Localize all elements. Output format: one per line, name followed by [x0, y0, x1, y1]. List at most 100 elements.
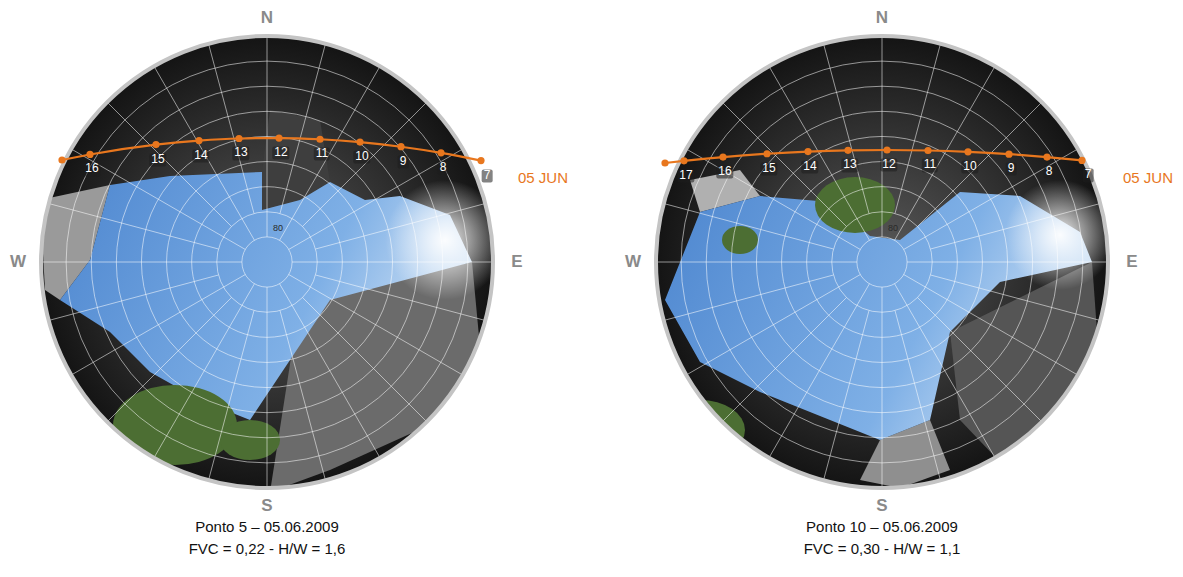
azimuth-line	[722, 102, 846, 226]
azimuth-line	[289, 149, 463, 249]
hour-dot	[924, 147, 931, 154]
hour-label: 16	[716, 165, 733, 178]
hour-label: 10	[353, 151, 370, 164]
azimuth-line	[267, 36, 268, 237]
compass-label: E	[1126, 253, 1137, 272]
altitude-ring	[857, 237, 907, 287]
hour-label: 15	[149, 153, 166, 166]
azimuth-line	[918, 102, 1042, 226]
azimuth-line	[722, 298, 846, 422]
hour-dot	[275, 134, 282, 141]
fisheye-photo	[40, 36, 505, 492]
azimuth-line	[280, 66, 380, 240]
hour-dot	[86, 151, 93, 158]
tree-canopy	[220, 420, 280, 460]
hour-dot	[152, 141, 159, 148]
hour-label: 7	[1083, 169, 1094, 182]
tree-canopy	[815, 177, 895, 233]
lens-rim	[656, 36, 1108, 488]
hour-label: 14	[192, 149, 209, 162]
azimuth-line	[824, 44, 869, 214]
caption-values: FVC = 0,30 - H/W = 1,1	[804, 541, 961, 558]
azimuth-line	[280, 284, 380, 458]
hour-label: 10	[961, 160, 978, 173]
caption-title: Ponto 10 – 05.06.2009	[806, 519, 958, 536]
azimuth-line	[209, 44, 254, 214]
hour-label: 14	[801, 160, 818, 173]
azimuth-line	[107, 298, 231, 422]
azimuth-line	[280, 311, 325, 481]
altitude-value: 80	[888, 224, 898, 234]
hour-dot	[763, 150, 770, 157]
hour-label: 12	[272, 146, 289, 159]
azimuth-line	[41, 262, 242, 263]
compass-label: E	[511, 253, 522, 272]
fisheye-photo	[655, 36, 1115, 488]
ground-disc	[41, 36, 493, 488]
hour-dot	[883, 146, 890, 153]
hour-dot	[1078, 157, 1085, 164]
azimuth-line	[316, 275, 486, 320]
hour-dot	[964, 148, 971, 155]
lens-rim	[41, 36, 493, 488]
azimuth-line	[154, 66, 254, 240]
azimuth-line	[931, 204, 1101, 249]
azimuth-line	[267, 287, 268, 488]
hour-dot	[356, 139, 363, 146]
azimuth-line	[931, 275, 1101, 320]
compass-label: S	[876, 497, 887, 516]
hour-label: 8	[438, 161, 449, 174]
azimuth-line	[664, 204, 834, 249]
hour-label: 11	[922, 159, 938, 172]
tree-canopy	[722, 226, 758, 254]
date-label: 05 JUN	[518, 170, 568, 187]
azimuth-line	[895, 284, 995, 458]
azimuth-line	[882, 287, 883, 488]
azimuth-line	[907, 262, 1108, 263]
azimuth-line	[49, 275, 219, 320]
altitude-ring	[242, 237, 292, 287]
date-label: 05 JUN	[1123, 170, 1173, 187]
compass-label: W	[625, 253, 641, 272]
compass-label: N	[876, 9, 888, 28]
hour-dot	[397, 143, 404, 150]
azimuth-line	[882, 36, 883, 237]
hour-dot	[1043, 153, 1050, 160]
hour-label: 13	[232, 147, 249, 160]
azimuth-line	[209, 311, 254, 481]
hour-label: 8	[1044, 165, 1055, 178]
azimuth-line	[918, 298, 1042, 422]
hour-label: 11	[314, 148, 330, 161]
azimuth-line	[107, 102, 231, 226]
azimuth-line	[664, 275, 834, 320]
hour-label: 16	[83, 163, 100, 176]
hour-dot	[804, 148, 811, 155]
azimuth-line	[292, 262, 493, 263]
hour-label: 9	[1006, 163, 1017, 176]
hour-dot	[235, 135, 242, 142]
azimuth-line	[289, 275, 463, 375]
sun-path	[665, 150, 1082, 163]
azimuth-line	[769, 284, 869, 458]
azimuth-line	[904, 275, 1078, 375]
hour-dot	[477, 157, 484, 164]
hour-label: 17	[677, 169, 694, 182]
azimuth-line	[303, 298, 427, 422]
ground-disc	[656, 36, 1108, 488]
azimuth-line	[656, 262, 857, 263]
hour-dot	[680, 157, 687, 164]
hour-label: 13	[841, 159, 858, 172]
azimuth-line	[303, 102, 427, 226]
compass-label: N	[261, 9, 273, 28]
hour-dot	[316, 136, 323, 143]
compass-label: W	[10, 253, 26, 272]
hour-dot	[1005, 151, 1012, 158]
azimuth-line	[824, 311, 869, 481]
azimuth-line	[895, 44, 940, 214]
azimuth-line	[71, 275, 245, 375]
hour-label: 7	[482, 169, 493, 182]
azimuth-line	[280, 44, 325, 214]
azimuth-line	[71, 149, 245, 249]
